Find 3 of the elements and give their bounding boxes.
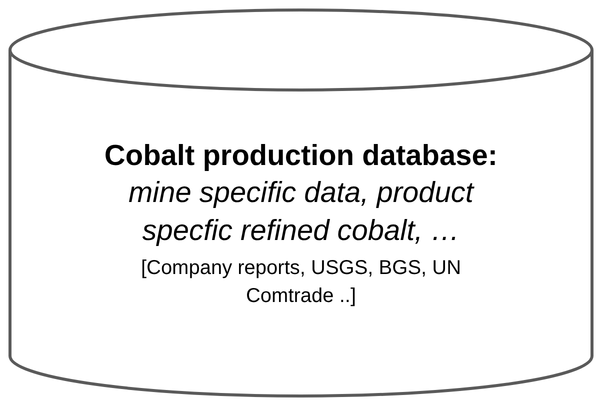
source-list: [Company reports, USGS, BGS, UN Comtrade ..] bbox=[8, 254, 594, 310]
database-description: mine specific data, product specfic refined cobalt, … bbox=[128, 176, 476, 249]
database-title: Cobalt production database: bbox=[104, 139, 498, 174]
